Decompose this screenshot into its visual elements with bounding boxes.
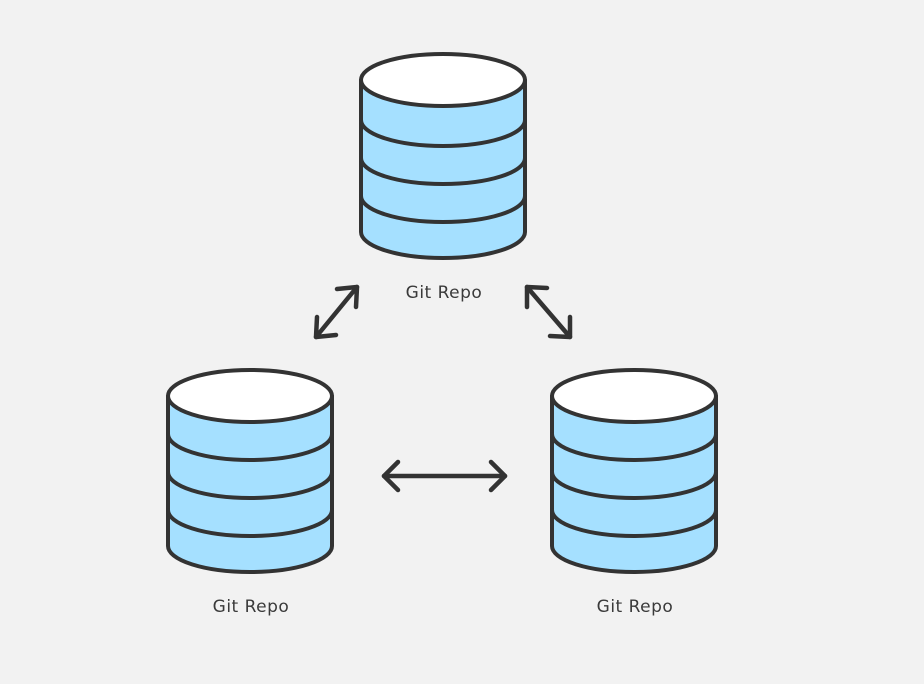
database-disk-divider [166, 432, 334, 462]
repo-right-label: Git Repo [596, 597, 674, 617]
database-disk-divider [550, 508, 718, 538]
double-arrow-icon-top-right [524, 284, 573, 340]
repo-left-label: Git Repo [212, 597, 290, 617]
repo-top-label: Git Repo [405, 283, 483, 303]
database-body [359, 78, 527, 260]
database-top [550, 368, 718, 424]
database-disk-divider [359, 118, 527, 148]
repo-left-database-icon [166, 368, 334, 574]
repo-top-database-icon [359, 52, 527, 260]
database-disk-divider [166, 508, 334, 538]
double-arrow-icon-left-right [381, 459, 508, 493]
database-body [550, 394, 718, 574]
database-disk-divider [550, 432, 718, 462]
database-disk-divider [359, 156, 527, 186]
double-arrow-icon-top-left [313, 284, 360, 340]
database-top [166, 368, 334, 424]
database-disk-divider [359, 194, 527, 224]
database-disk-divider [166, 470, 334, 500]
repo-right-database-icon [550, 368, 718, 574]
database-disk-divider [550, 470, 718, 500]
database-top [359, 52, 527, 108]
database-body [166, 394, 334, 574]
